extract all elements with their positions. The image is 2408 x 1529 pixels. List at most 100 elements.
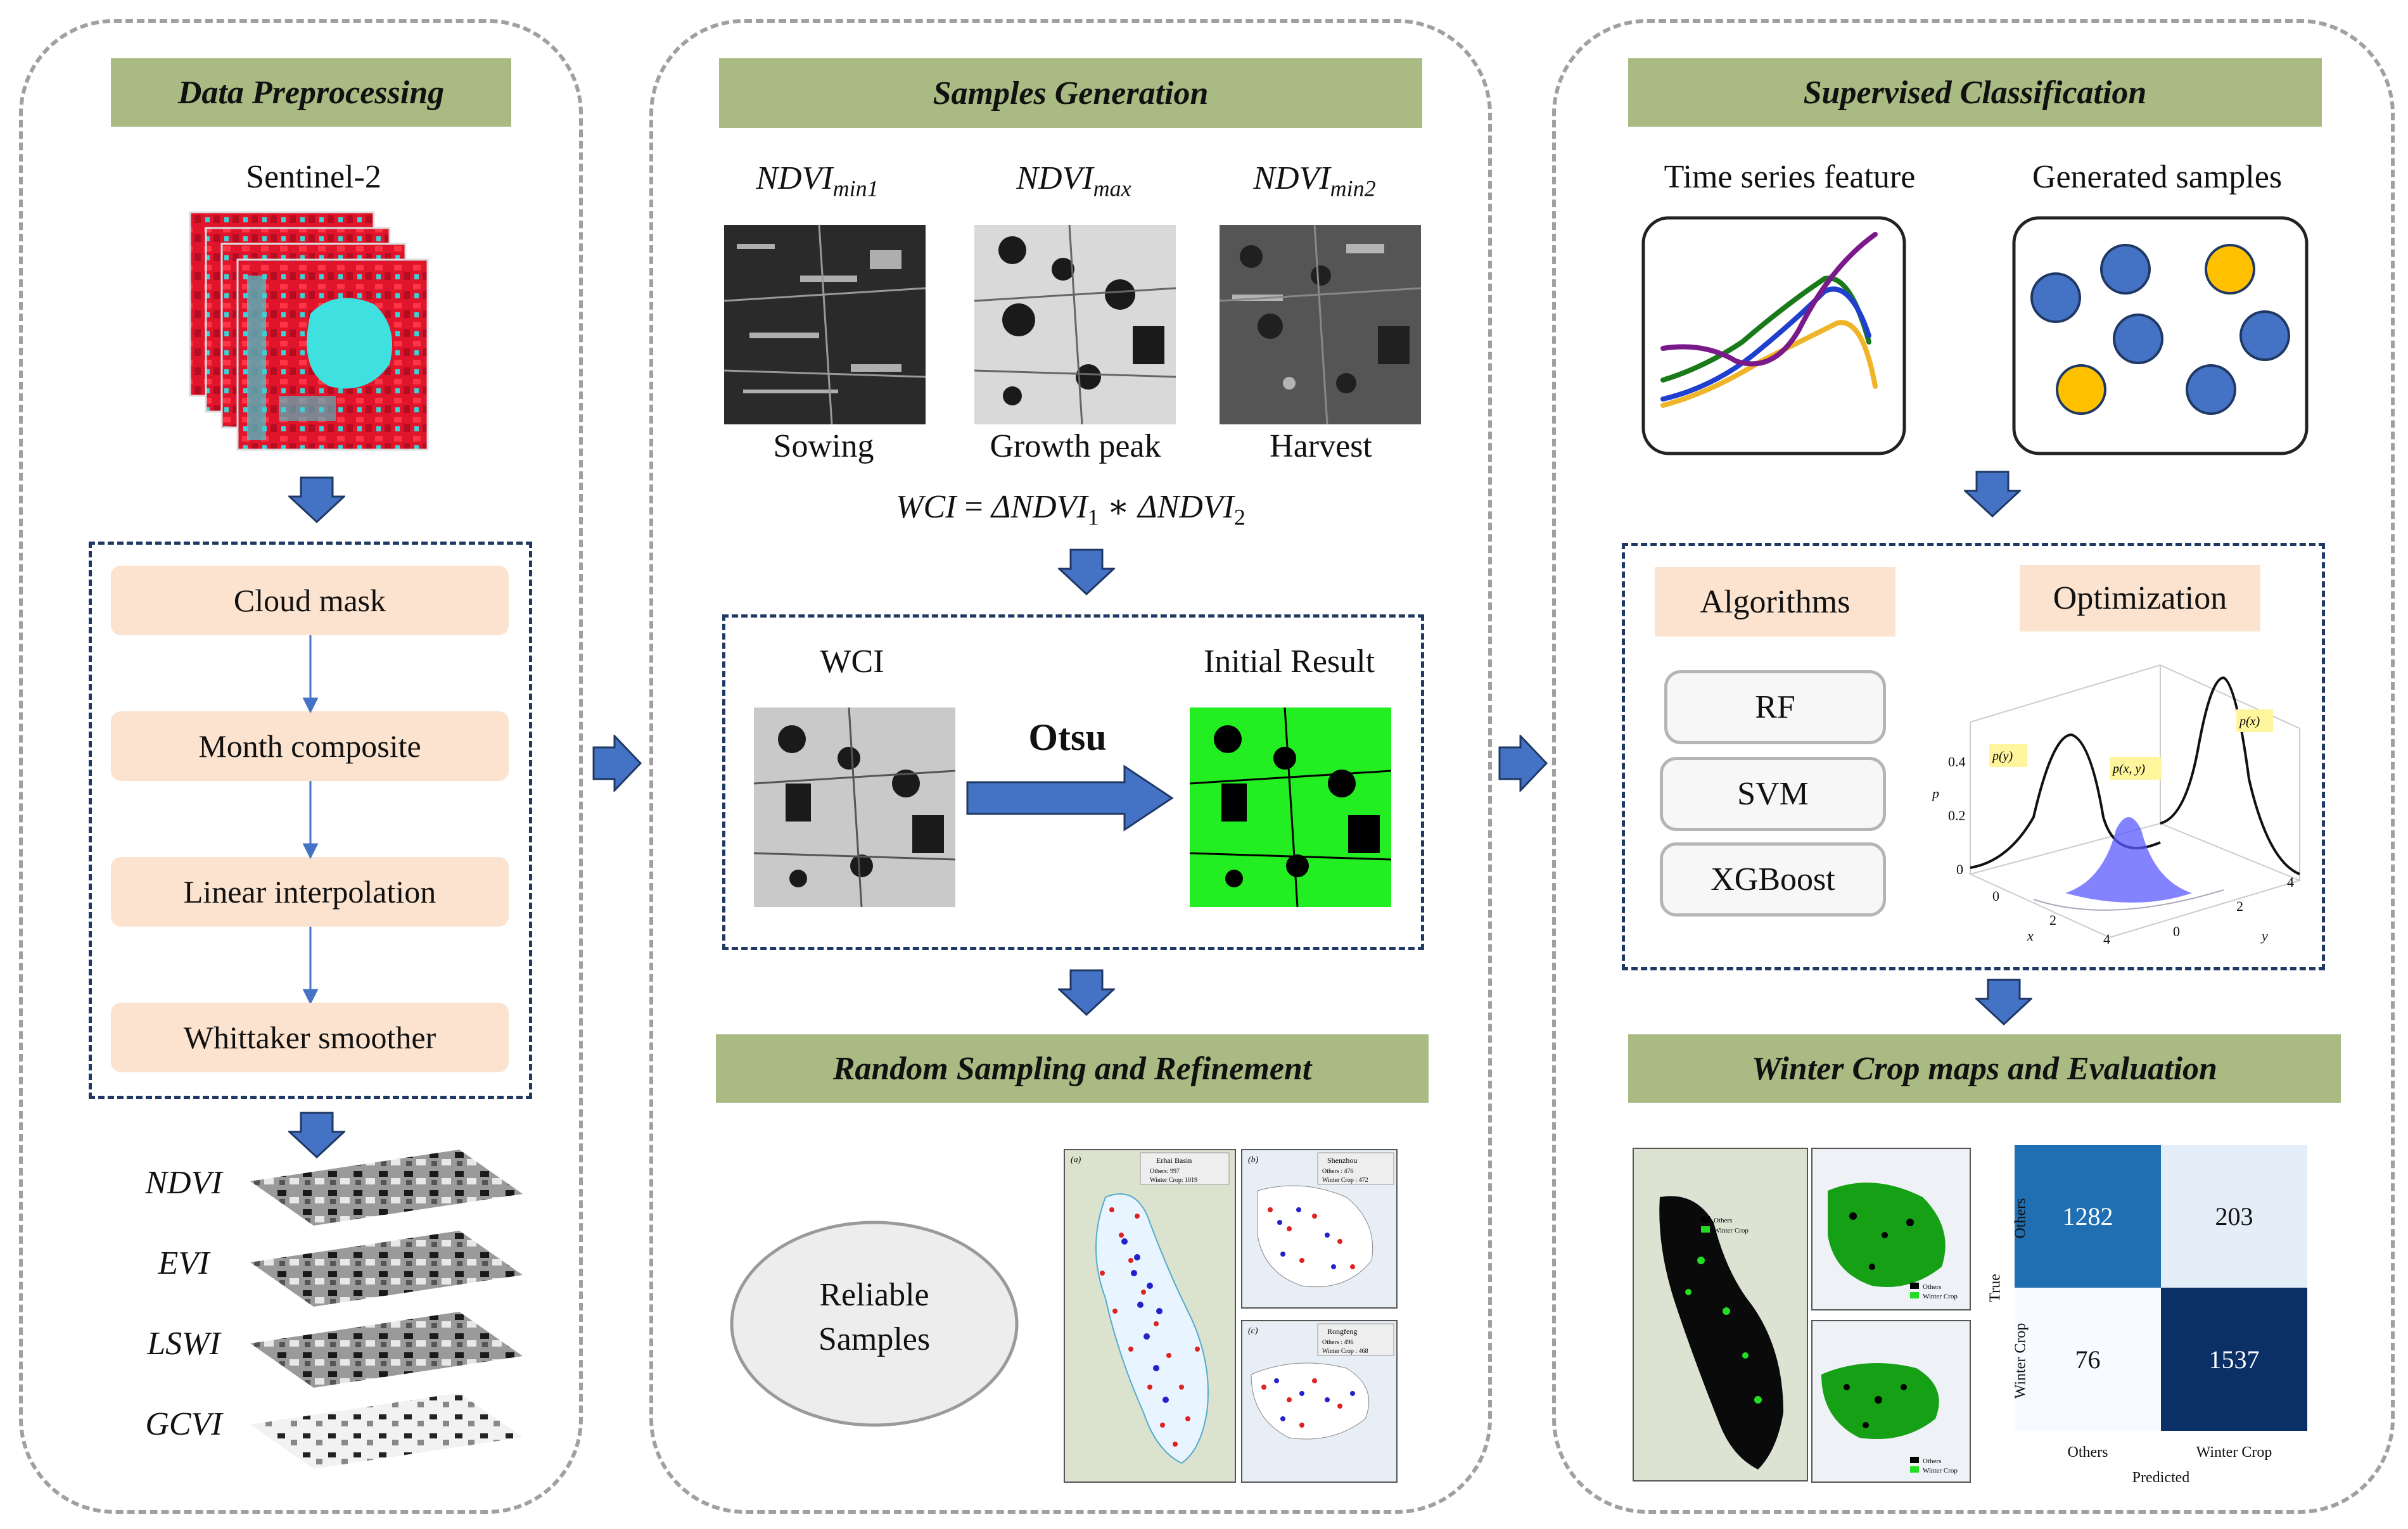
right-arrow-2 — [1498, 735, 1548, 792]
sentinel-2-label: Sentinel-2 — [246, 159, 381, 195]
generated-samples-label: Generated samples — [2032, 159, 2283, 195]
initial-result-label: Initial Result — [1203, 644, 1375, 680]
gcvi-label: GCVI — [145, 1406, 222, 1442]
svg-text:Winter Crop : 468: Winter Crop : 468 — [1322, 1348, 1368, 1355]
down-arrow-4 — [1058, 969, 1115, 1017]
cloud-mask-step: Cloud mask — [111, 566, 509, 635]
svg-text:x: x — [2027, 928, 2034, 944]
down-arrow-3 — [1058, 549, 1115, 596]
svg-text:Winter Crop : 472: Winter Crop : 472 — [1322, 1177, 1368, 1184]
svg-text:Others: Others — [1923, 1283, 1941, 1291]
rf-algorithm: RF — [1664, 670, 1886, 744]
ndvi-min2-image — [1220, 225, 1421, 424]
preprocessing-steps-box — [89, 542, 532, 1099]
ndvi-max-image — [974, 225, 1176, 424]
svg-text:y: y — [2260, 928, 2268, 944]
step-connectors — [302, 635, 319, 1003]
ndvi-max-label: NDVImax — [1016, 160, 1131, 201]
data-preprocessing-header: Data Preprocessing — [111, 58, 511, 127]
wci-formula: WCI = ΔNDVI1 ∗ ΔNDVI2 — [896, 489, 1245, 530]
otsu-box — [722, 614, 1424, 950]
svg-text:Shenzhou: Shenzhou — [1327, 1156, 1357, 1165]
initial-result-image — [1190, 707, 1391, 907]
svg-text:4: 4 — [2103, 931, 2110, 947]
panel-samples-generation — [649, 19, 1492, 1514]
svg-text:0: 0 — [2173, 923, 2180, 939]
xgboost-algorithm: XGBoost — [1660, 842, 1886, 917]
svg-text:Others : 476: Others : 476 — [1322, 1168, 1353, 1175]
svg-text:Winter Crop: Winter Crop — [1923, 1293, 1958, 1300]
random-sampling-header: Random Sampling and Refinement — [716, 1034, 1429, 1103]
svg-text:Others: Others — [1923, 1457, 1941, 1465]
svg-text:p(y): p(y) — [1991, 749, 2013, 763]
sowing-label: Sowing — [773, 428, 874, 464]
otsu-label: Otsu — [1028, 716, 1107, 758]
svg-text:0: 0 — [1992, 888, 1999, 904]
harvest-label: Harvest — [1270, 428, 1372, 464]
algorithms-label: Algorithms — [1655, 567, 1895, 637]
sentinel-2-image-stack — [189, 211, 429, 451]
down-arrow-6 — [1975, 979, 2032, 1026]
svg-text:2: 2 — [2049, 912, 2056, 928]
cm-row-label-winter-crop: Winter Crop — [2012, 1323, 2029, 1399]
svg-text:Winter Crop: Winter Crop — [1923, 1467, 1958, 1475]
cm-row-label-others: Others — [2012, 1198, 2029, 1239]
month-composite-step: Month composite — [111, 711, 509, 781]
winter-crop-evaluation-header: Winter Crop maps and Evaluation — [1628, 1034, 2341, 1103]
svg-text:Erhai Basin: Erhai Basin — [1156, 1156, 1192, 1165]
cm-cell-0-0: 1282 — [2015, 1145, 2161, 1288]
generated-samples-chart — [2012, 216, 2309, 455]
models-box — [1622, 543, 2325, 970]
optimization-label: Optimization — [2020, 565, 2260, 631]
growth-peak-label: Growth peak — [990, 428, 1161, 464]
index-layers-image — [250, 1150, 523, 1469]
cm-ylabel: True — [1987, 1274, 2004, 1302]
ndvi-min1-label: NDVImin1 — [756, 160, 879, 201]
confusion-matrix: 1282 203 76 1537 Others Winter Crop Pred… — [2015, 1140, 2357, 1495]
samples-generation-header: Samples Generation — [719, 58, 1422, 128]
svg-text:Rongfeng: Rongfeng — [1327, 1327, 1357, 1336]
ndvi-label: NDVI — [145, 1165, 222, 1201]
svg-text:p(x): p(x) — [2238, 714, 2260, 728]
wci-label: WCI — [820, 644, 884, 680]
wci-image — [754, 707, 955, 907]
svg-text:Others: 997: Others: 997 — [1150, 1168, 1180, 1175]
lswi-label: LSWI — [147, 1326, 220, 1362]
down-arrow-5 — [1964, 471, 2021, 518]
linear-interpolation-step: Linear interpolation — [111, 857, 509, 927]
svg-text:(a): (a) — [1071, 1155, 1081, 1165]
svg-text:p: p — [1931, 785, 1939, 801]
whittaker-smoother-step: Whittaker smoother — [111, 1003, 509, 1072]
svg-text:Others: Others — [1714, 1217, 1732, 1224]
svg-text:4: 4 — [2287, 874, 2294, 890]
cm-col-label-winter-crop: Winter Crop — [2196, 1444, 2272, 1461]
svg-text:(b): (b) — [1248, 1155, 1259, 1165]
svg-text:2: 2 — [2236, 898, 2243, 914]
sample-maps-figure: (a) Erhai Basin Others: 997 Winter Crop:… — [1061, 1146, 1400, 1485]
cm-col-label-others: Others — [2067, 1444, 2108, 1461]
right-arrow-1 — [592, 735, 642, 792]
ndvi-min2-label: NDVImin2 — [1253, 160, 1376, 201]
svg-text:Winter Crop: Winter Crop — [1714, 1227, 1749, 1234]
otsu-arrow — [966, 764, 1174, 832]
supervised-classification-header: Supervised Classification — [1628, 58, 2322, 127]
optimization-plot: 0.4 0.2 0 0 2 4 0 2 4 p x y p(y) p(x, y)… — [1931, 664, 2302, 947]
cm-cell-1-0: 76 — [2015, 1288, 2161, 1431]
svm-algorithm: SVM — [1660, 757, 1886, 831]
panel-data-preprocessing — [19, 19, 583, 1514]
svg-text:p(x, y): p(x, y) — [2112, 762, 2145, 776]
reliable-samples-ellipse — [730, 1221, 1019, 1427]
cm-xlabel: Predicted — [2132, 1469, 2190, 1486]
panel-supervised-classification — [1552, 19, 2395, 1514]
svg-text:0.4: 0.4 — [1948, 754, 1966, 770]
down-arrow-1 — [288, 476, 345, 524]
cm-cell-0-1: 203 — [2161, 1145, 2307, 1288]
ndvi-min1-image — [724, 225, 926, 424]
evi-label: EVI — [158, 1245, 210, 1281]
svg-text:Others : 496: Others : 496 — [1322, 1339, 1353, 1346]
svg-text:(c): (c) — [1248, 1326, 1258, 1336]
winter-crop-maps-figure: Others Winter Crop Others Winter Crop Ot… — [1631, 1146, 1973, 1485]
cm-cell-1-1: 1537 — [2161, 1288, 2307, 1431]
time-series-feature-label: Time series feature — [1664, 159, 1916, 195]
